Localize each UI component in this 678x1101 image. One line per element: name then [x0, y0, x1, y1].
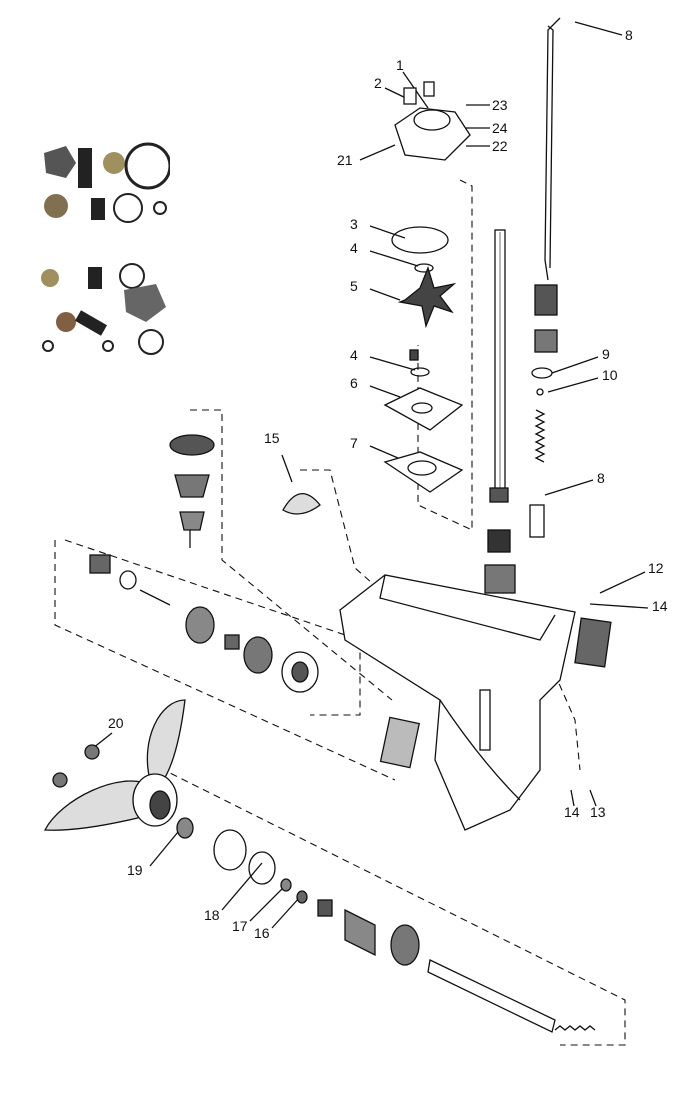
callout-21: 21 [337, 152, 353, 168]
callout-12: 12 [648, 560, 664, 576]
callout-18: 18 [204, 907, 220, 923]
callout-19: 19 [127, 862, 143, 878]
callout-6: 6 [350, 375, 358, 391]
callout-14-right: 14 [652, 598, 668, 614]
kit-parts-icon [44, 142, 172, 223]
callout-8-top: 8 [625, 27, 633, 43]
callout-22: 22 [492, 138, 508, 154]
water-pump-kit-image [36, 138, 172, 226]
callout-4-lower: 4 [350, 347, 358, 363]
callout-24: 24 [492, 120, 508, 136]
callout-23: 23 [492, 97, 508, 113]
callout-5: 5 [350, 278, 358, 294]
callout-4-upper: 4 [350, 240, 358, 256]
callout-17: 17 [232, 918, 248, 934]
callout-3: 3 [350, 216, 358, 232]
callout-16: 16 [254, 925, 270, 941]
kit-parts-icon [41, 263, 166, 355]
callout-15: 15 [264, 430, 280, 446]
gearcase-seal-kit-image [36, 262, 170, 358]
callout-14-bottom: 14 [564, 804, 580, 820]
callout-10: 10 [602, 367, 618, 383]
callout-8-middle: 8 [597, 470, 605, 486]
callout-13: 13 [590, 804, 606, 820]
callout-9: 9 [602, 346, 610, 362]
callout-1: 1 [396, 57, 404, 73]
callout-2: 2 [374, 75, 382, 91]
callout-20: 20 [108, 715, 124, 731]
callout-7: 7 [350, 435, 358, 451]
